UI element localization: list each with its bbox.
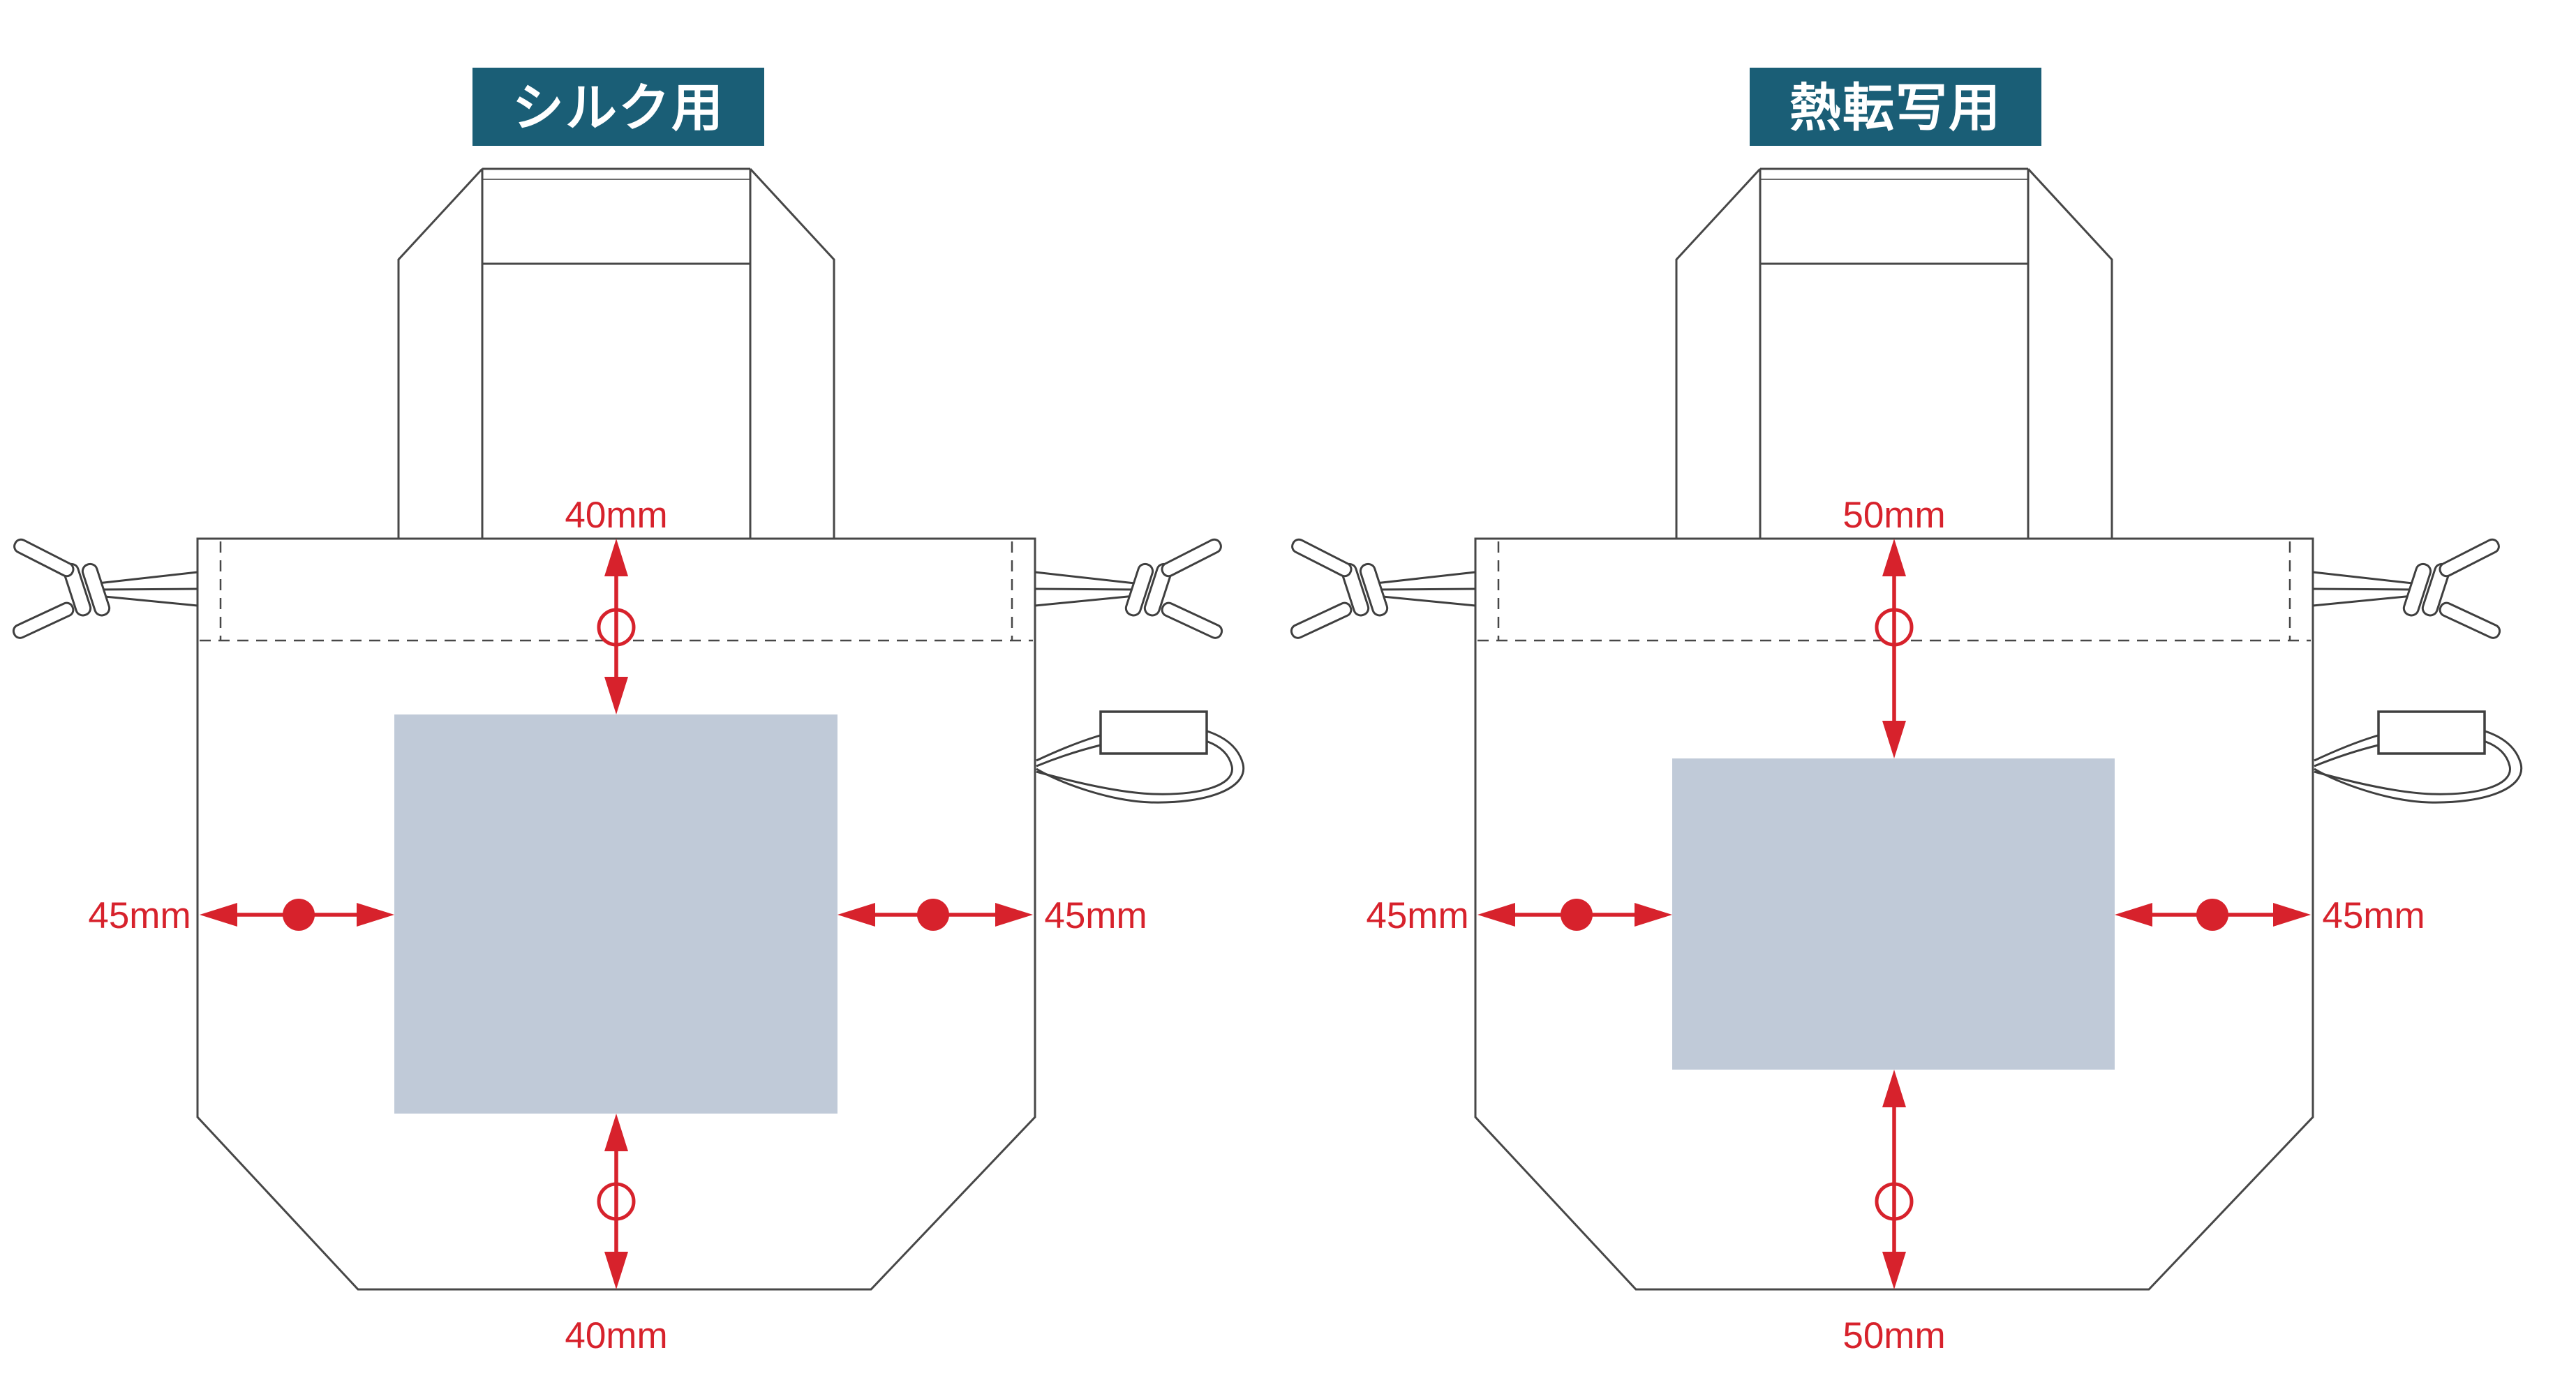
drawstring-knot-right <box>2401 536 2503 641</box>
print-area <box>1672 758 2115 1070</box>
dimension-label-bottom: 50mm <box>1842 1315 1945 1356</box>
dimension-right: 45mm <box>2115 895 2425 936</box>
drawstring-knot-left <box>10 536 112 641</box>
dimension-right: 45mm <box>837 895 1147 936</box>
badge-background <box>472 68 764 146</box>
title-badge-silk: シルク用 <box>472 68 764 146</box>
silk-diagram: 40mm 40mm 45mm 45mm <box>10 68 1245 1356</box>
dimension-label-right: 45mm <box>1044 895 1147 936</box>
title-badge-heat-transfer: 熱転写用 <box>1750 68 2041 146</box>
drawstring-left <box>1288 536 1476 641</box>
bag-handle <box>1675 167 2113 539</box>
dimension-label-left: 45mm <box>1366 895 1468 936</box>
dimension-label-bottom: 40mm <box>565 1315 667 1356</box>
cord-loop-with-stopper <box>1036 710 1245 804</box>
dimension-top: 40mm <box>565 495 668 714</box>
bag-handle <box>397 167 835 539</box>
badge-title: シルク用 <box>512 79 724 137</box>
dimension-marker-dot <box>2196 899 2228 931</box>
cord-stopper <box>2377 710 2486 755</box>
dimension-top: 50mm <box>1842 495 1946 758</box>
badge-title: 熱転写用 <box>1789 79 2002 137</box>
drawstring-right <box>2312 536 2503 641</box>
drawstring-left <box>10 536 198 641</box>
badge-background <box>1750 68 2041 146</box>
dimension-left: 45mm <box>1366 895 1672 936</box>
heat-transfer-diagram: 50mm 50mm 45mm 45mm <box>1288 68 2523 1356</box>
dimension-left: 45mm <box>88 895 394 936</box>
dimension-marker-dot <box>1561 899 1593 931</box>
dimension-label-top: 40mm <box>565 495 667 536</box>
dimension-label-right: 45mm <box>2322 895 2425 936</box>
dimension-marker-dot <box>283 899 315 931</box>
cord-loop-with-stopper <box>2314 710 2523 804</box>
dimension-label-left: 45mm <box>88 895 191 936</box>
dimension-bottom: 50mm <box>1842 1070 1946 1356</box>
drawstring-right <box>1034 536 1226 641</box>
cord-stopper <box>1099 710 1208 755</box>
dimension-marker-dot <box>917 899 949 931</box>
drawstring-knot-left <box>1288 536 1390 641</box>
dimension-bottom: 40mm <box>565 1114 668 1356</box>
drawstring-knot-right <box>1123 536 1226 641</box>
print-area <box>394 714 837 1114</box>
dimension-label-top: 50mm <box>1842 495 1945 536</box>
